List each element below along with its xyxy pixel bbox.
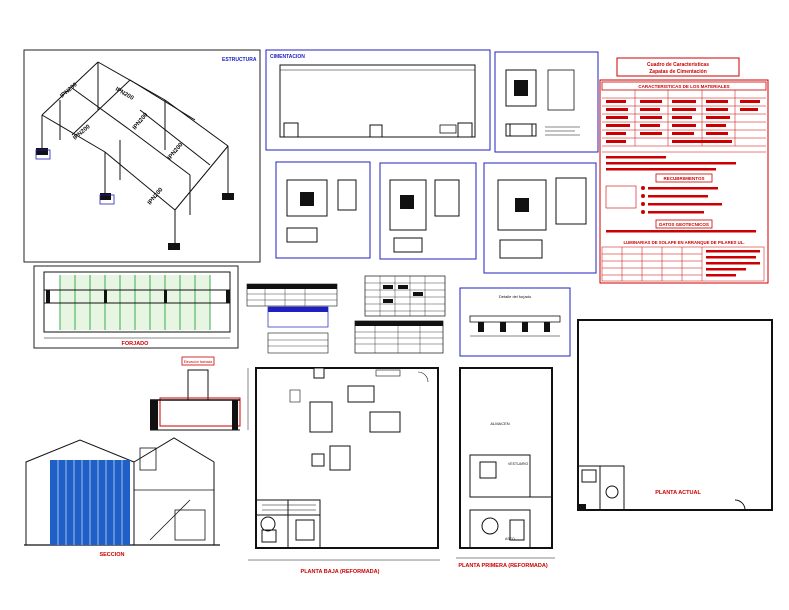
cimentacion-panel: CIMENTACION [265, 49, 491, 151]
seccion-drawing: SECCION [24, 437, 220, 558]
zapata-box-1 [275, 161, 371, 259]
materiales-header: CARACTERISTICAS DE LOS MATERIALES [638, 84, 729, 89]
planta-baja: PLANTA BAJA (REFORMADA) [248, 367, 440, 575]
seccion-detail: Elevación fachada [150, 356, 249, 431]
almacen-label: ALMACEN [490, 421, 509, 426]
estructura-title: ESTRUCTURA [222, 57, 257, 63]
zapata-detail-panel [494, 51, 599, 153]
detalle-forjado-panel: Detalle del forjado [459, 287, 571, 357]
planta-baja-title: PLANTA BAJA (REFORMADA) [301, 569, 380, 575]
luminarias-header: LUMINARIAS DE SOLAPE EN ARRANQUE DE PILA… [623, 240, 744, 245]
cuadro-caracteristicas: Cuadro de Características Zapatas de Cim… [599, 57, 769, 284]
planta-actual-title: PLANTA ACTUAL [655, 490, 701, 496]
datos-header: DATOS GEOTECNICOS [659, 222, 709, 227]
cimentacion-title: CIMENTACION [270, 54, 305, 60]
detalle-caption: Detalle del forjado [499, 294, 532, 299]
aseo-label: ASEO [505, 537, 515, 541]
cuadro-title-2: Zapatas de Cimentación [649, 69, 707, 75]
planta-actual: PLANTA ACTUAL [577, 319, 773, 511]
tabla-pilares [246, 283, 338, 354]
section-tag: Elevación fachada [184, 360, 213, 364]
zapata-box-2 [379, 162, 477, 260]
forjado-title: FORJADO [122, 341, 150, 347]
recubrimientos-header: RECUBRIMIENTOS [664, 176, 705, 181]
seccion-title: SECCION [99, 552, 124, 558]
forjado-panel: FORJADO [33, 265, 239, 349]
tabla-armado [354, 275, 446, 354]
planta-primera-title: PLANTA PRIMERA (REFORMADA) [458, 563, 547, 569]
zapata-box-3 [483, 162, 597, 274]
cuadro-title-1: Cuadro de Características [647, 62, 709, 68]
planta-primera: ALMACEN VESTUARIO ASEO PLANTA PRIMERA (R… [456, 367, 555, 569]
vestuario-label: VESTUARIO [508, 462, 529, 466]
